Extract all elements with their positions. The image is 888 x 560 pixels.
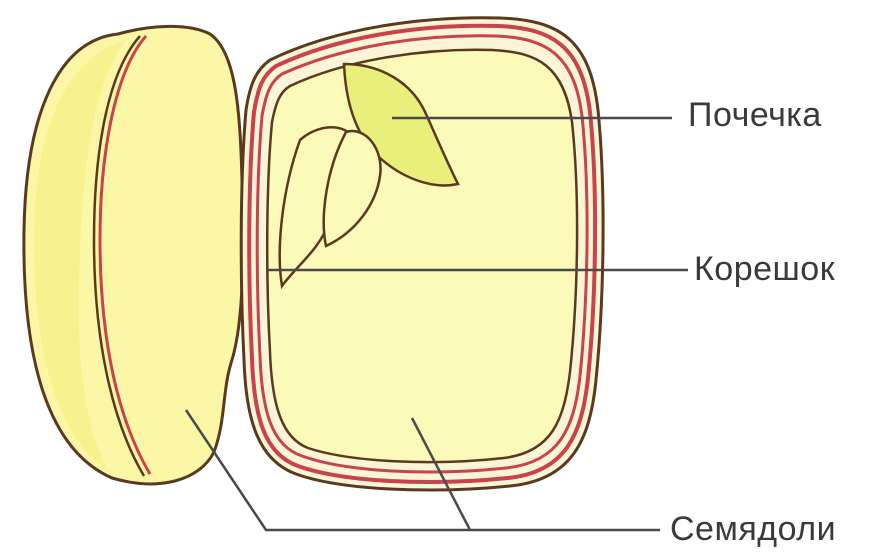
- label-pochechka: Почечка: [688, 98, 822, 132]
- right-seed-half: [241, 18, 603, 490]
- left-cotyledon: [24, 26, 243, 483]
- label-semyadoli: Семядоли: [670, 512, 836, 546]
- label-koreshok: Корешок: [694, 252, 835, 286]
